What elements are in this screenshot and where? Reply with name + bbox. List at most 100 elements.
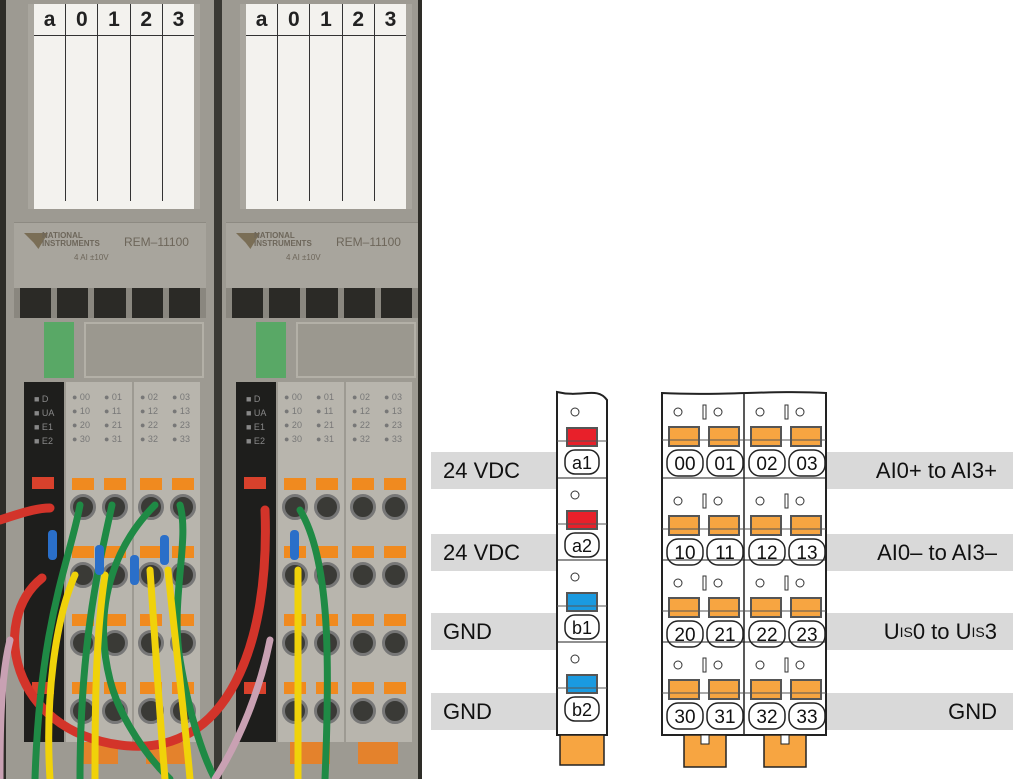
label-slot: [296, 322, 416, 378]
terminal-id-badge: [564, 614, 600, 640]
channel-led: ● 10: [284, 406, 302, 416]
wire-entry: [382, 630, 408, 656]
signal-label-row-1: AI0– to AI3–: [826, 534, 1013, 571]
channel-led: ● 01: [316, 392, 334, 402]
foot-notch: [780, 734, 790, 745]
push-button-22: [750, 597, 782, 618]
push-button-11: [708, 515, 740, 536]
vent-slot: [168, 288, 201, 318]
vent-slot: [57, 288, 89, 318]
push-button-33: [790, 679, 822, 700]
test-hole-icon: [570, 407, 580, 417]
label-column: [343, 36, 375, 201]
channel-led: ● 00: [284, 392, 302, 402]
release-button: [384, 614, 406, 626]
wiring-layer: [0, 501, 331, 779]
foot-notch: [700, 734, 710, 745]
push-button-02: [750, 426, 782, 447]
terminal-id-01: 01: [714, 454, 735, 475]
vent-slot: [269, 288, 301, 318]
label-column: [246, 36, 279, 201]
terminal-id-badge: [666, 449, 704, 477]
green-release-tab: [256, 322, 286, 378]
terminal-id-badge: [706, 702, 744, 730]
terminal-id-badge: [564, 532, 600, 558]
vent-slot: [131, 288, 163, 318]
test-hole-icon: [755, 660, 765, 670]
channel-led: ● 21: [104, 420, 122, 430]
test-hole-icon: [795, 578, 805, 588]
wire-entry: [382, 698, 408, 724]
terminal-id-b1: b1: [572, 618, 592, 638]
signal-label-row-0: AI0+ to AI3+: [826, 452, 1013, 489]
signal-label-row-3: GND: [826, 693, 1013, 730]
channel-led: ● 23: [384, 420, 402, 430]
push-button-00: [668, 426, 700, 447]
resistor: [48, 530, 57, 560]
pink-wire: [211, 636, 274, 779]
terminal-id-badge: [706, 449, 744, 477]
wire-entry: [350, 494, 376, 520]
terminal-id-03: 03: [796, 454, 817, 475]
terminal-id-badge: [748, 702, 786, 730]
status-led: ■ UA: [34, 408, 55, 418]
terminal-id-a1: a1: [572, 453, 592, 473]
channel-led: ● 31: [104, 434, 122, 444]
vent-slot: [94, 288, 126, 318]
terminal-id-badge: [788, 449, 826, 477]
resistor: [130, 555, 139, 585]
channel-led: ● 32: [140, 434, 158, 444]
label-columns: [246, 36, 406, 201]
release-button: [140, 546, 162, 558]
push-button-12: [750, 515, 782, 536]
terminal-id-badge: [564, 696, 600, 722]
wire-entry: [350, 562, 376, 588]
label-column: [66, 36, 99, 201]
terminal-id-00: 00: [674, 454, 695, 475]
push-button-21: [708, 597, 740, 618]
vent-slot: [232, 288, 264, 318]
channel-led: ● 31: [316, 434, 334, 444]
push-button-31: [708, 679, 740, 700]
module-spec: 4 AI ±10V: [74, 253, 109, 262]
status-led: ■ E1: [34, 422, 53, 432]
separator-mark: [784, 493, 789, 509]
label-header-cell: 3: [384, 7, 397, 31]
green-wire: [296, 506, 331, 779]
push-button-32: [750, 679, 782, 700]
test-hole-icon: [795, 407, 805, 417]
release-button: [316, 546, 338, 558]
terminal-id-22: 22: [756, 625, 777, 646]
vent-slot: [380, 288, 413, 318]
channel-led: ● 03: [172, 392, 190, 402]
separator-mark: [784, 404, 789, 420]
label-header-cell: a: [34, 4, 67, 35]
release-button: [384, 546, 406, 558]
release-button: [72, 546, 94, 558]
red-wire: [0, 503, 55, 525]
channel-led: ● 22: [140, 420, 158, 430]
separator-mark: [784, 575, 789, 591]
push-button-23: [790, 597, 822, 618]
channel-led: ● 30: [72, 434, 90, 444]
wire-entry: [350, 698, 376, 724]
push-button-b2: [566, 674, 598, 694]
vent-slot: [306, 288, 338, 318]
channel-led: ● 33: [384, 434, 402, 444]
red-wire: [10, 505, 270, 751]
test-hole-icon: [755, 496, 765, 506]
terminal-id-badge: [788, 538, 826, 566]
release-button: [384, 478, 406, 490]
module-spec: 4 AI ±10V: [286, 253, 321, 262]
terminal-id-32: 32: [756, 707, 777, 728]
status-led: ■ D: [34, 394, 49, 404]
label-header-cell: 2: [131, 4, 163, 35]
test-hole-icon: [673, 407, 683, 417]
model-number: REM–11100: [336, 235, 401, 249]
